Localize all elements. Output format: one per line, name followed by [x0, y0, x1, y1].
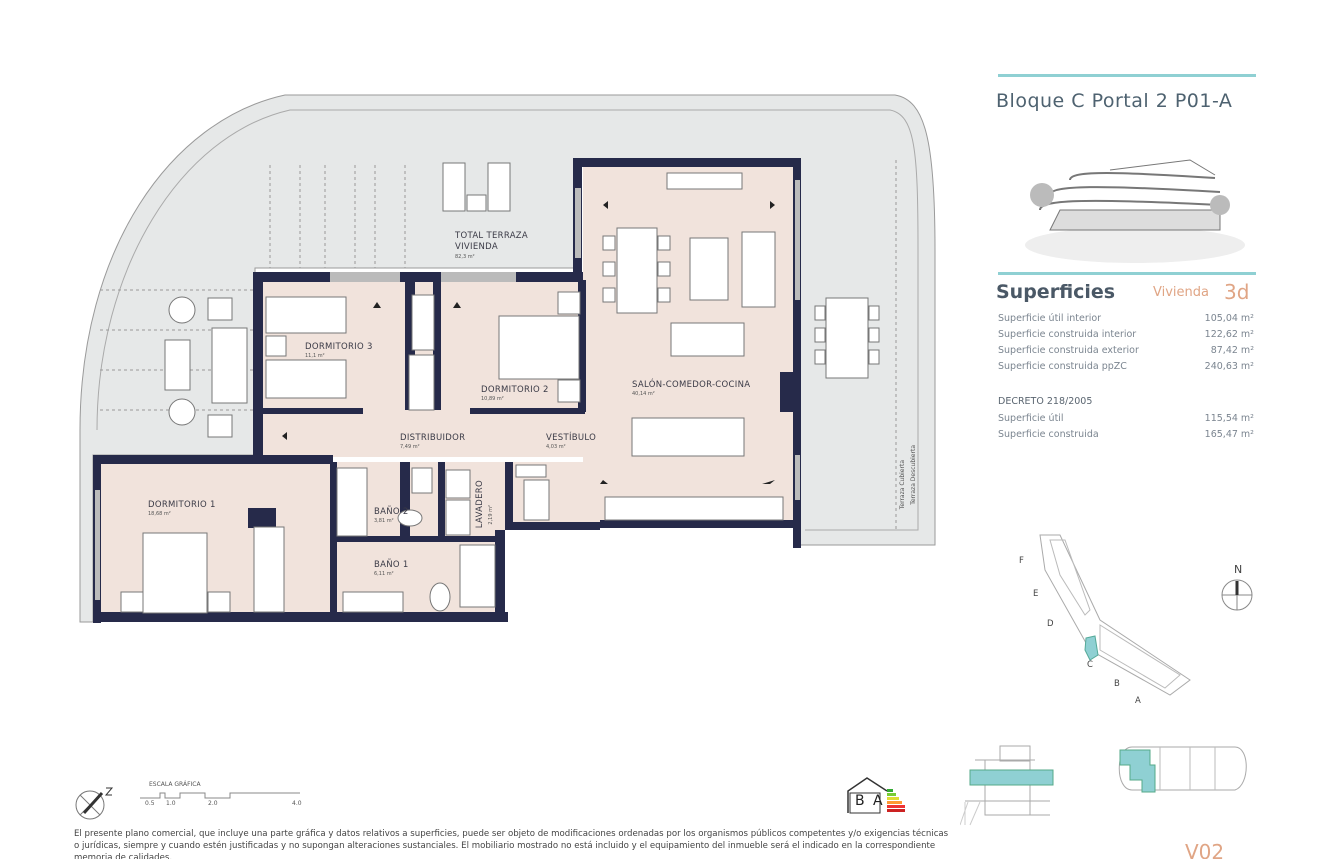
surface-label: Superficie construida exterior — [998, 345, 1139, 356]
room-area-salon: 40,14 m² — [632, 391, 655, 397]
surface-value: 105,04 m² — [1204, 313, 1254, 324]
version-label: V02 — [1185, 840, 1225, 859]
surface-label: Superficie construida ppZC — [998, 361, 1127, 372]
room-label-salon: SALÓN-COMEDOR-COCINA — [632, 380, 751, 390]
type-label: Vivienda — [1153, 285, 1209, 300]
disclaimer: El presente plano comercial, que incluye… — [74, 829, 949, 859]
surface-label: Superficie útil — [998, 413, 1064, 424]
room-area-dormitorio-3: 11,1 m² — [305, 353, 325, 359]
room-label-dormitorio-1: DORMITORIO 1 — [148, 500, 216, 510]
surface-label: Superficie útil interior — [998, 313, 1102, 324]
label-terraza-descubierta: Terraza Descubierta — [910, 445, 917, 505]
surface-label: Superficie construida — [998, 429, 1099, 440]
room-area-terrace: 82,3 m² — [455, 254, 475, 260]
terrace-area — [79, 94, 936, 623]
surface-row: Superficie construida interior 122,62 m² — [998, 329, 1254, 341]
surface-row: Superficie útil interior 105,04 m² — [998, 313, 1254, 325]
section-and-key-plan — [960, 745, 1247, 826]
room-label-dormitorio-2: DORMITORIO 2 — [481, 385, 549, 395]
decree-row: Superficie construida 165,47 m² — [998, 429, 1254, 441]
type-value: 3d — [1224, 280, 1250, 304]
scale-tick: 4.0 — [292, 800, 302, 807]
decree-row: Superficie útil 115,54 m² — [998, 413, 1254, 425]
scale-tick: 1.0 — [166, 800, 176, 807]
energy-rating-letters: B A — [855, 793, 885, 809]
scale-title: ESCALA GRÁFICA — [149, 781, 201, 788]
surface-value: 122,62 m² — [1204, 329, 1254, 340]
north-label: N — [1234, 563, 1243, 576]
accent-rule-bottom — [998, 272, 1256, 275]
surface-row: Superficie construida ppZC 240,63 m² — [998, 361, 1254, 373]
surface-value: 240,63 m² — [1204, 361, 1254, 372]
block-label: E — [1033, 589, 1039, 599]
accent-rule-top — [998, 74, 1256, 77]
room-label-bano-2: BAÑO 2 — [374, 507, 409, 517]
scale-tick: 2.0 — [208, 800, 218, 807]
north-arrow-icon — [75, 787, 114, 820]
energy-rating-icon — [847, 777, 905, 814]
room-label-bano-1: BAÑO 1 — [374, 560, 409, 570]
room-label-vestibulo: VESTÍBULO — [546, 433, 597, 443]
decree-heading: DECRETO 218/2005 — [998, 396, 1093, 407]
block-label: A — [1135, 696, 1142, 706]
block-label: B — [1114, 679, 1121, 689]
scale-tick: 0.5 — [145, 800, 155, 807]
block-label: F — [1019, 556, 1025, 566]
room-area-vestibulo: 4,03 m² — [546, 444, 566, 450]
room-area-distribuidor: 7,49 m² — [400, 444, 420, 450]
surface-value: 165,47 m² — [1204, 429, 1254, 440]
surface-value: 115,54 m² — [1204, 413, 1254, 424]
surfaces-heading: Superficies — [996, 281, 1116, 303]
scale-bar — [140, 792, 300, 799]
room-label-dormitorio-3: DORMITORIO 3 — [305, 342, 373, 352]
site-plan — [1039, 534, 1191, 696]
room-area-bano-2: 3,81 m² — [374, 518, 394, 524]
building-illustration — [1025, 159, 1245, 263]
room-label-distribuidor: DISTRIBUIDOR — [400, 433, 466, 443]
north-compass-icon — [1221, 579, 1253, 611]
surface-label: Superficie construida interior — [998, 329, 1137, 340]
label-terraza-cubierta: Terraza Cubierta — [899, 460, 906, 510]
room-area-bano-1: 6,11 m² — [374, 571, 394, 577]
room-area-dormitorio-1: 18,68 m² — [148, 511, 171, 517]
room-area-dormitorio-2: 10,89 m² — [481, 396, 504, 402]
page-title: Bloque C Portal 2 P01-A — [996, 90, 1233, 112]
room-label-lavadero: LAVADERO — [475, 480, 485, 529]
surface-value: 87,42 m² — [1210, 345, 1254, 356]
room-label-terrace: TOTAL TERRAZA — [455, 231, 529, 241]
room-area-lavadero: 2,19 m² — [488, 505, 494, 525]
block-label: C — [1087, 660, 1094, 670]
surface-row: Superficie construida exterior 87,42 m² — [998, 345, 1254, 357]
room-label-terrace-2: VIVIENDA — [455, 242, 498, 252]
floor-plan — [79, 94, 936, 623]
block-label: D — [1047, 619, 1054, 629]
